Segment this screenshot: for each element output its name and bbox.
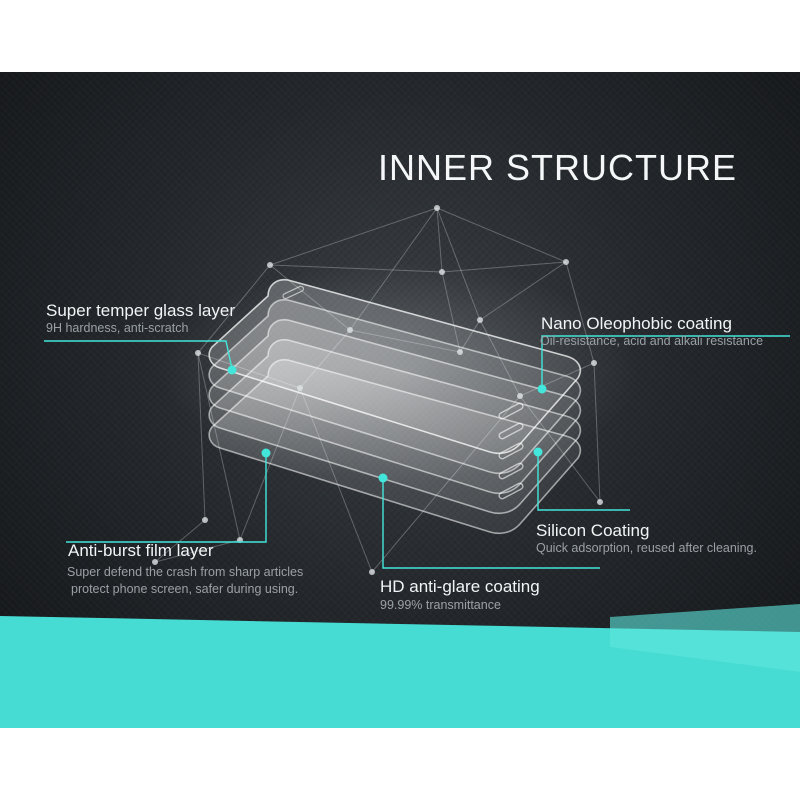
network-node [195,350,201,356]
anti-burst-desc-line1: Super defend the crash from sharp articl… [67,565,304,579]
super-temper-label: Super temper glass layer [46,301,235,320]
network-line [154,539,241,563]
network-line [436,207,567,263]
product-illustration-panel: INNER STRUCTURE Super temper glass layer… [0,72,800,728]
network-line [154,519,206,563]
nano-label: Nano Oleophobic coating [541,314,732,333]
hd-desc: 99.99% transmittance [380,598,501,612]
network-line [436,207,481,321]
network-node [152,559,158,565]
network-node [457,349,463,355]
layers-diagram [0,205,800,728]
network-line [441,261,567,273]
network-line [479,261,567,321]
network-node [591,360,597,366]
anti-burst-desc-line2: protect phone screen, safer during using… [71,582,299,596]
network-node [597,499,603,505]
callout-line-silicon [537,451,630,511]
callout-dots [227,365,547,483]
network-line [197,264,271,354]
network-line [269,264,443,273]
hd-label: HD anti-glare coating [380,577,540,596]
teal-banner-accent [610,604,800,672]
network-node [563,259,569,265]
network-node [434,205,440,211]
network-node [369,569,375,575]
network-line [565,261,595,364]
silicon-desc: Quick adsorption, reused after cleaning. [536,541,757,555]
nano-desc: Oil-resistance, acid and alkali resistan… [540,334,764,348]
network-node [517,393,523,399]
network-node [347,327,353,333]
network-node [267,262,273,268]
callout-dot-nano [537,384,547,394]
callout-dot-silicon [533,447,543,457]
callout-line-hd [382,478,600,569]
anti-burst-label: Anti-burst film layer [68,541,214,560]
network-node [439,269,445,275]
page-title: INNER STRUCTURE [378,147,738,188]
network-line [269,207,438,266]
callout-line-super-temper [44,340,233,370]
network-line [197,352,206,521]
glass-layers [208,278,582,535]
callout-dot-anti-burst [261,448,271,458]
callout-lines [44,335,790,569]
teal-banner [0,616,800,728]
glass-sheet [208,278,582,455]
network-node [477,317,483,323]
network-line [436,207,443,273]
network-node [202,517,208,523]
super-temper-desc: 9H hardness, anti-scratch [46,321,189,335]
silicon-label: Silicon Coating [536,521,650,540]
network-line [593,362,601,503]
callout-dot-hd [378,473,388,483]
network-node [297,385,303,391]
callout-line-nano [541,335,790,388]
callout-dot-super-temper [227,365,237,375]
callout-line-anti-burst [66,453,267,543]
